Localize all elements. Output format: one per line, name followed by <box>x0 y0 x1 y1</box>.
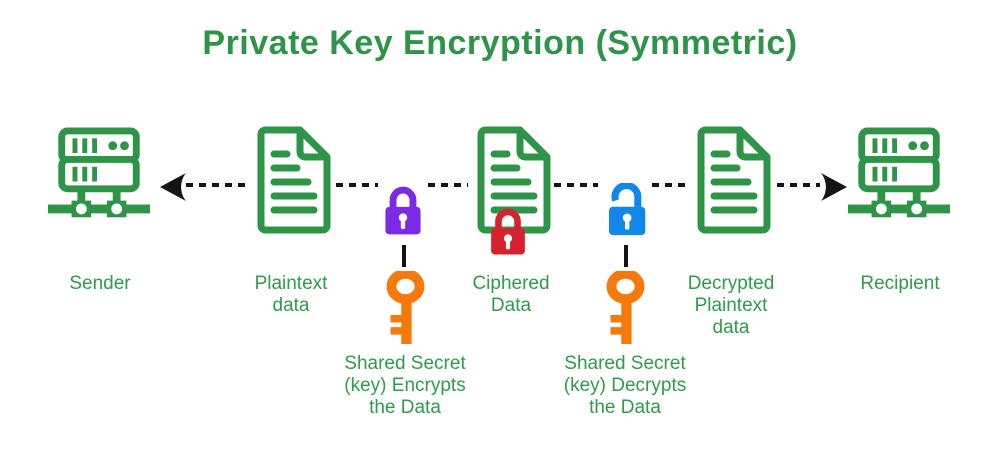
dashed-flow-line <box>428 183 468 187</box>
label-line: (key) Encrypts <box>344 375 466 396</box>
label-line: the Data <box>589 397 661 418</box>
label-line: data <box>272 295 310 316</box>
padlock-unlocked-icon <box>609 183 646 236</box>
label-line: Shared Secret <box>564 353 686 374</box>
sender-label: Sender <box>30 273 170 295</box>
server-icon <box>848 127 950 218</box>
arrow-right-icon <box>821 173 847 201</box>
document-icon <box>257 126 331 234</box>
padlock-locked-icon <box>491 208 525 255</box>
decrypt-key-label: Shared Secret (key) Decrypts the Data <box>540 353 710 419</box>
dashed-flow-line <box>336 183 378 187</box>
key-connector-line <box>624 245 628 267</box>
recipient-label: Recipient <box>830 273 970 295</box>
ciphered-data-label: Ciphered Data <box>451 273 571 317</box>
key-connector-line <box>402 245 406 267</box>
document-icon <box>697 126 771 234</box>
padlock-locked-icon <box>385 186 421 235</box>
dashed-flow-line <box>554 183 598 187</box>
label-line: data <box>712 317 750 338</box>
encrypt-key-label: Shared Secret (key) Encrypts the Data <box>320 353 490 419</box>
label-line: Recipient <box>860 273 940 294</box>
label-line: Data <box>490 295 532 316</box>
dashed-flow-line <box>186 183 248 187</box>
label-line: Plaintext <box>694 295 768 316</box>
dashed-flow-line <box>777 183 820 187</box>
decrypted-plaintext-label: Decrypted Plaintext data <box>671 273 791 339</box>
dashed-flow-line <box>652 183 688 187</box>
diagram-title: Private Key Encryption (Symmetric) <box>202 24 798 62</box>
label-line: Decrypted <box>687 273 775 294</box>
key-icon <box>606 271 645 344</box>
label-line: Sender <box>69 273 131 294</box>
arrow-left-icon <box>160 173 186 201</box>
document-icon <box>477 126 551 234</box>
label-line: the Data <box>369 397 441 418</box>
label-line: Shared Secret <box>344 353 466 374</box>
label-line: Ciphered <box>472 273 550 294</box>
key-icon <box>386 271 425 344</box>
plaintext-data-label: Plaintext data <box>231 273 351 317</box>
server-icon <box>48 127 150 218</box>
label-line: (key) Decrypts <box>563 375 687 396</box>
label-line: Plaintext <box>254 273 328 294</box>
